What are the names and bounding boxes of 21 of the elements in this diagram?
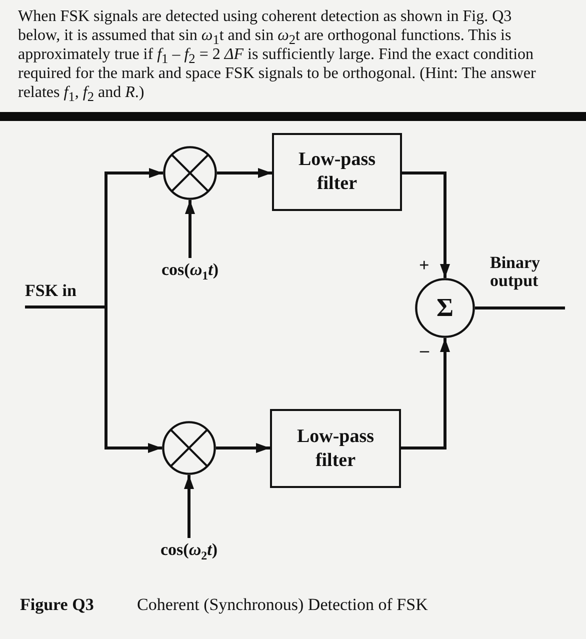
connector-line xyxy=(475,306,565,310)
sigma-sign: Σ xyxy=(436,293,454,323)
arrow xyxy=(401,338,450,450)
plus-sign: + xyxy=(419,255,430,275)
arrow xyxy=(185,200,195,258)
filter-box xyxy=(270,409,401,488)
figure-number: Figure Q3 xyxy=(20,594,94,616)
output-label: Binary output xyxy=(490,254,542,290)
minus-sign: – xyxy=(420,340,429,360)
filter-label: Low-pass filter xyxy=(297,148,377,196)
carrier-label: cos(ω$_{1}$t) xyxy=(162,259,218,281)
figure-caption: Coherent (Synchronous) Detection of FSK xyxy=(137,594,428,616)
input-label: FSK in xyxy=(25,281,76,301)
carrier-label: cos(ω$_{2}$t) xyxy=(160,539,218,561)
filter-label: Low-pass filter xyxy=(296,424,376,472)
arrow xyxy=(184,475,194,538)
question-text: When FSK signals are detected using coherent detection as shown in Fig. Q3 below, it is assumed that sin ω$_{1}$t and sin ω$_{2}$t are orthogonal functions. This is approximately true if f$_{1}$ – f$_{2}$ = 2 ΔF is sufficiently large. Find the exact condition required for the mark and space FSK signals to be orthogonal. (Hint: The answer relates f$_{1}$, f$_{2}$ and R.) xyxy=(18,7,537,102)
arrow xyxy=(216,443,270,453)
filter-box xyxy=(272,133,402,211)
arrow xyxy=(217,168,272,178)
arrow xyxy=(402,172,450,278)
